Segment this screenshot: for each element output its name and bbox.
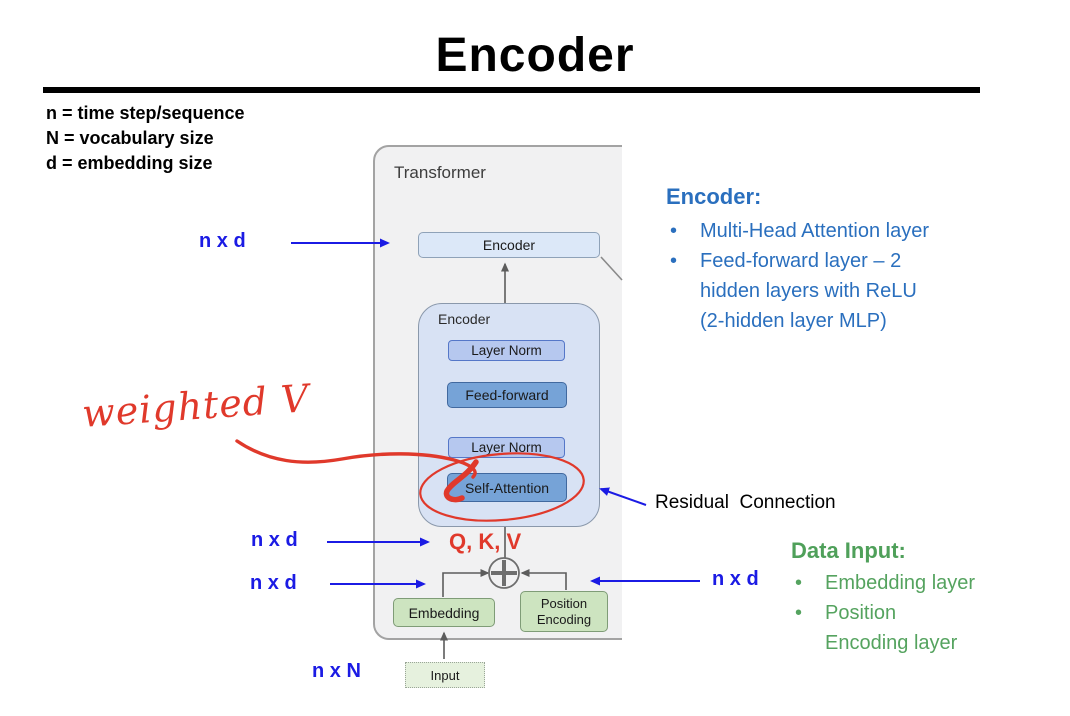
dim-label-nxn-input: n x N	[312, 660, 361, 682]
encoder-notes-list: Multi-Head Attention layer Feed-forward …	[666, 216, 976, 336]
encoder-detail-label: Encoder	[438, 311, 491, 327]
qkv-label: Q, K, V	[449, 529, 522, 554]
encoder-block: Encoder	[418, 232, 600, 258]
title-underline	[43, 87, 980, 93]
dim-label-nxd-position: n x d	[712, 568, 759, 590]
list-item: Feed-forward layer – 2 hidden layers wit…	[666, 246, 938, 336]
encoder-notes-heading: Encoder:	[666, 184, 762, 209]
layer-norm-top-block: Layer Norm	[448, 340, 565, 361]
embedding-block: Embedding	[393, 598, 495, 627]
dim-label-nxd-encoder: n x d	[199, 230, 246, 252]
self-attention-block: Self-Attention	[447, 473, 567, 502]
data-input-list: Embedding layer Position Encoding layer	[791, 568, 1031, 658]
list-item: Multi-Head Attention layer	[666, 216, 976, 246]
residual-connection-label: Residual Connection	[655, 492, 836, 513]
input-block: Input	[405, 662, 485, 688]
legend-line-n: n = time step/sequence	[46, 103, 245, 123]
position-encoding-block: Position Encoding	[520, 591, 608, 632]
dim-label-nxd-embedding: n x d	[250, 572, 297, 594]
list-item: Position Encoding layer	[791, 598, 985, 658]
legend-line-N: N = vocabulary size	[46, 128, 214, 148]
feed-forward-block: Feed-forward	[447, 382, 567, 408]
variable-legend: n = time step/sequence N = vocabulary si…	[46, 101, 245, 176]
page-title: Encoder	[435, 29, 635, 82]
data-input-heading: Data Input:	[791, 538, 906, 563]
weighted-v-handwriting: weighted V	[80, 376, 311, 436]
layer-norm-bottom-block: Layer Norm	[448, 437, 565, 458]
transformer-label: Transformer	[394, 163, 486, 182]
legend-line-d: d = embedding size	[46, 153, 213, 173]
list-item: Embedding layer	[791, 568, 1031, 598]
dim-label-nxd-qkv: n x d	[251, 529, 298, 551]
encoder-notes: Encoder: Multi-Head Attention layer Feed…	[666, 184, 976, 336]
data-input-notes: Data Input: Embedding layer Position Enc…	[791, 538, 1031, 658]
